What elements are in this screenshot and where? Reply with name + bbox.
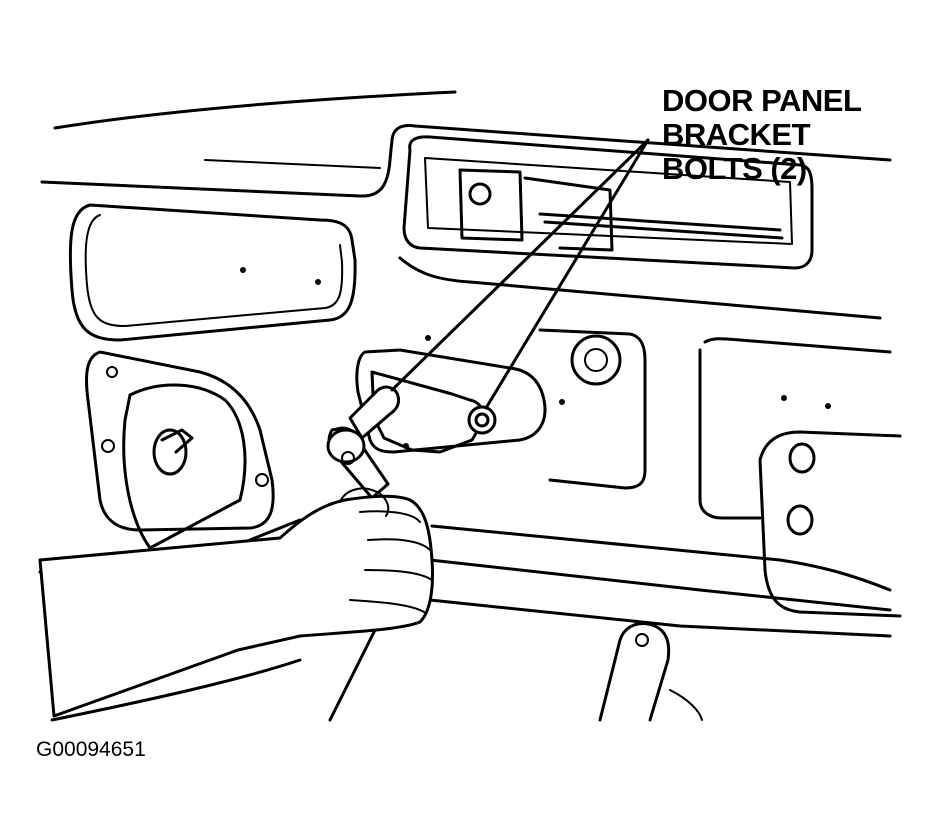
left-panel-opening: [68, 203, 357, 342]
rivet: [425, 335, 431, 341]
wrench-head: [326, 428, 366, 464]
center-bracket-plate: [355, 348, 547, 454]
handle-rod: [538, 212, 784, 240]
right-inner-panel: [698, 337, 892, 520]
regulator-sector: [122, 383, 247, 550]
hand-thumb: [339, 487, 390, 517]
right-lower-panel: [758, 430, 902, 618]
regulator-hole-3: [106, 366, 118, 378]
regulator-plate: [85, 350, 275, 532]
figure-id: G00094651: [36, 738, 146, 761]
rivet: [240, 267, 246, 273]
lower-arm-hole: [635, 633, 649, 647]
rivet: [403, 443, 409, 449]
center-panel-plug-inner: [584, 348, 608, 372]
lower-frame-3: [428, 558, 892, 612]
rivet: [825, 403, 831, 409]
wrench-extension: [348, 385, 400, 440]
center-panel: [538, 328, 647, 490]
callout-line-3: BOLTS (2): [662, 151, 807, 186]
callout-label: DOOR PANEL BRACKET BOLTS (2): [662, 83, 862, 186]
lower-curve: [669, 689, 703, 721]
right-hole-upper: [788, 442, 816, 474]
door-frame-upper: [40, 124, 892, 198]
handle-module-outline: [402, 135, 814, 270]
regulator-hole-1: [101, 439, 115, 453]
lower-frame-4: [428, 598, 892, 638]
rivet: [315, 279, 321, 285]
wrench-socket: [341, 451, 355, 465]
lower-frame-2: [430, 524, 892, 592]
bracket-bolt-right-inner: [474, 412, 490, 428]
door-bottom-edge: [50, 618, 382, 722]
handle-bolt-hole: [468, 182, 492, 206]
rivet: [559, 399, 565, 405]
door-frame-rib: [204, 159, 381, 169]
rivet: [781, 395, 787, 401]
callout-leader-right: [484, 138, 650, 410]
callout-line-2: BRACKET: [662, 117, 811, 152]
hand-fingers: [349, 510, 433, 613]
regulator-hole-2: [255, 473, 269, 487]
handle-module-inner: [424, 157, 793, 245]
handle-body: [458, 168, 524, 242]
callout-leader-left: [390, 138, 650, 392]
center-panel-plug: [570, 334, 622, 386]
regulator-pivot-pin: [160, 428, 194, 454]
door-top-edge: [53, 90, 457, 130]
upper-right-frame: [398, 256, 882, 320]
right-hole-lower: [786, 504, 814, 536]
left-panel-inner: [84, 214, 344, 327]
lower-regulator-arm: [598, 622, 671, 722]
callout-line-1: DOOR PANEL: [662, 83, 862, 118]
